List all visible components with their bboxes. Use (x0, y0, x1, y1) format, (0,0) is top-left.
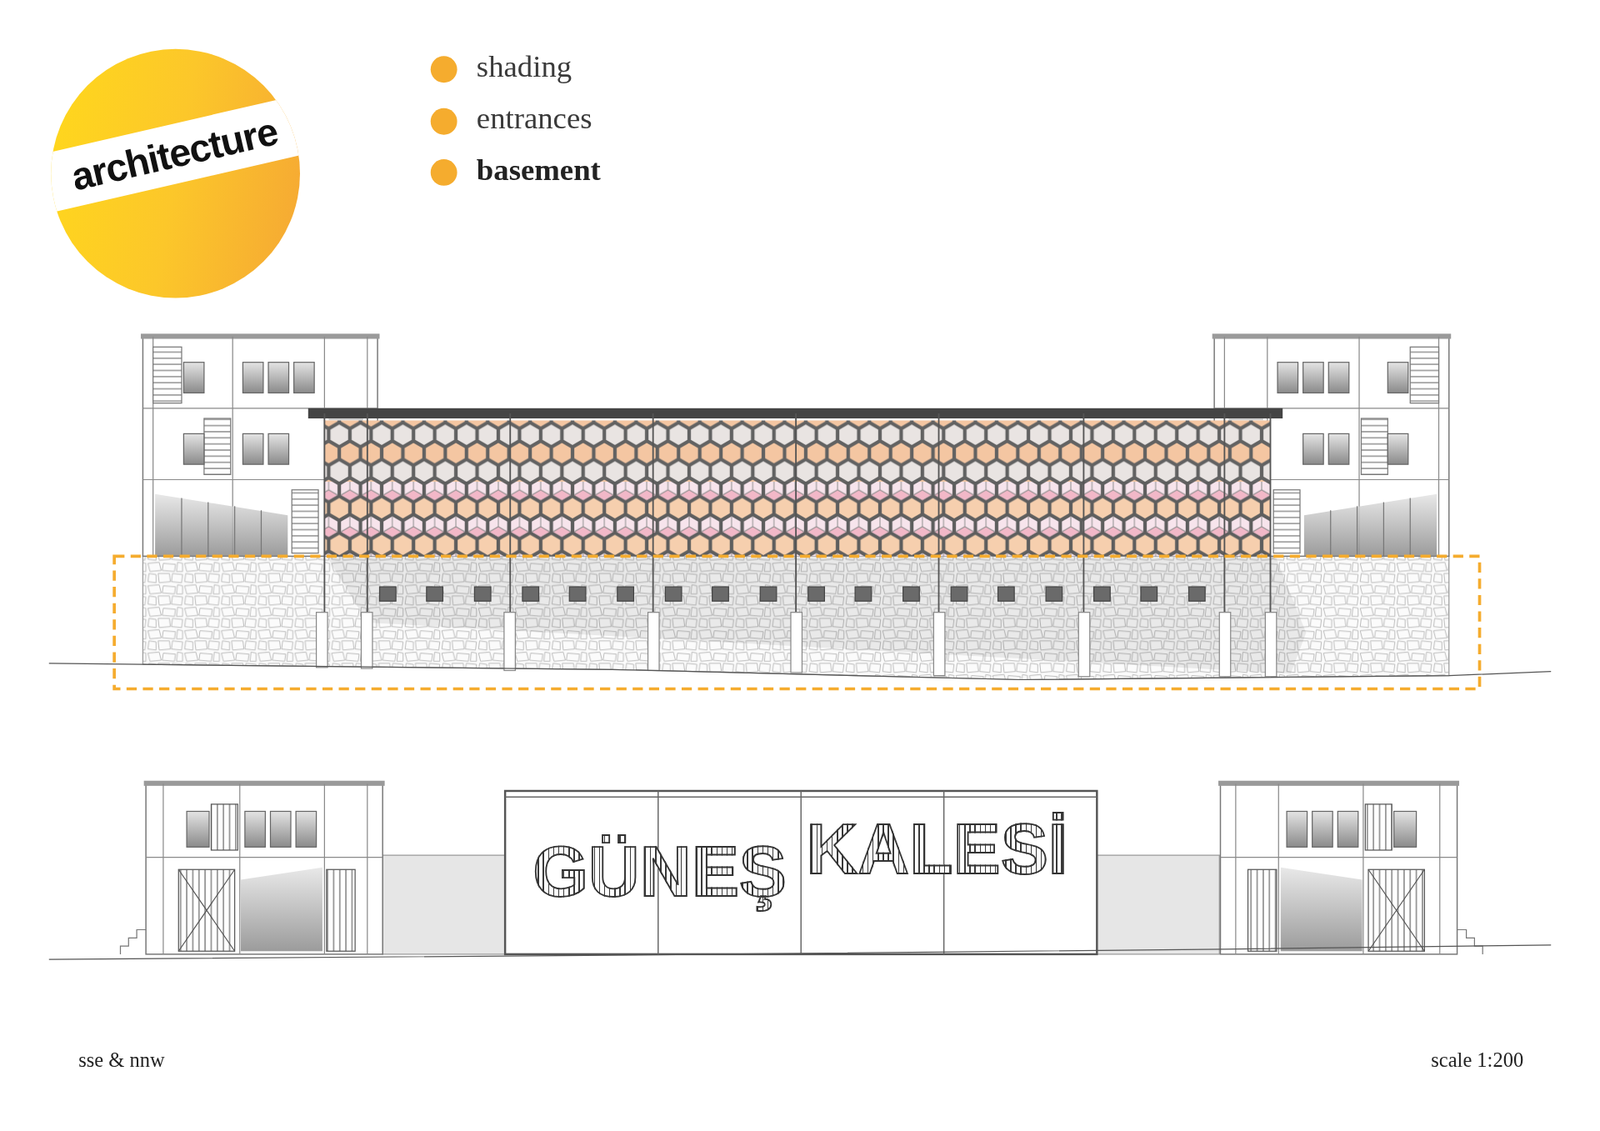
basement-windows (1094, 586, 1111, 601)
basement-windows (1140, 586, 1158, 601)
ground-line (49, 945, 1551, 960)
lower-elevation (49, 780, 1551, 960)
upper-elevation (49, 333, 1551, 689)
basement-windows (1045, 586, 1063, 601)
basement-windows (903, 586, 920, 601)
piers (504, 612, 515, 671)
gate-frame (505, 790, 1097, 955)
basement-windows (712, 586, 730, 601)
basement-windows (998, 586, 1015, 601)
basement-windows (380, 586, 1206, 601)
basement-windows (426, 586, 444, 601)
facade-lettering: KALESİ (805, 805, 1068, 892)
view-note: sse & nnw (78, 1046, 165, 1071)
ground-line (49, 663, 1551, 680)
piers (933, 612, 945, 676)
basement-windows (808, 586, 825, 601)
basement-windows (1189, 586, 1206, 601)
building (120, 780, 385, 955)
wall (1096, 855, 1220, 955)
building (1218, 780, 1483, 955)
piers (316, 612, 1277, 677)
basement-highlight (114, 555, 1480, 689)
piers (790, 612, 802, 673)
basement-windows (855, 586, 872, 601)
piers (360, 612, 372, 669)
piers (1078, 612, 1090, 677)
hex-screen (324, 481, 1270, 556)
shadow (326, 555, 1307, 674)
basement-windows (380, 586, 397, 601)
basement-windows (665, 586, 682, 601)
legend-swatch (430, 55, 458, 83)
wall (382, 855, 505, 955)
basement-windows (569, 586, 586, 601)
legend-swatch (430, 159, 458, 186)
title-disc: architecture (50, 49, 300, 299)
basement-windows (474, 586, 491, 601)
piers (1219, 612, 1230, 677)
basement-windows (617, 586, 635, 601)
legend-text: basement (476, 150, 601, 188)
hex-screen (324, 420, 1270, 481)
columns (324, 413, 1270, 613)
legend-swatch (430, 108, 458, 135)
basement-windows (950, 586, 968, 601)
columns (324, 413, 1270, 613)
scale-note: scale 1:200 (1430, 1046, 1524, 1071)
piers (316, 612, 328, 668)
basement-windows (760, 586, 777, 601)
piers (1265, 612, 1276, 677)
legend-text: entrances (476, 100, 593, 137)
facade-lettering: GÜNEŞ (532, 828, 787, 915)
legend-text: shading (476, 48, 572, 85)
basement-windows (522, 586, 540, 601)
piers (648, 612, 660, 671)
gate-frame (505, 790, 1097, 955)
